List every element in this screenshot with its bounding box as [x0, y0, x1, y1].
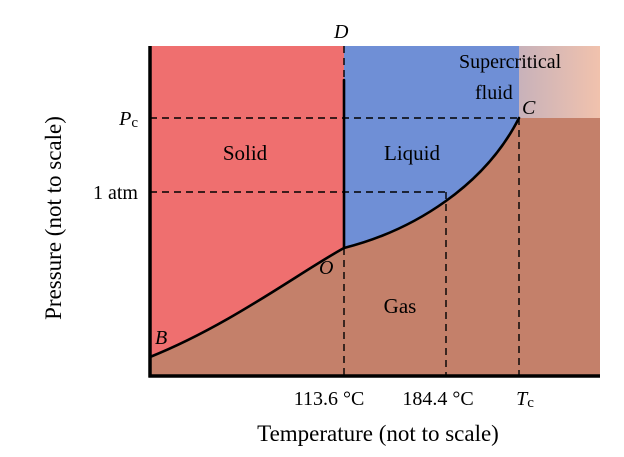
phase-boundaries: [148, 78, 521, 359]
pc-tick-sub: c: [131, 115, 138, 131]
gas-label: Gas: [384, 294, 417, 318]
x-axis-title: Temperature (not to scale): [257, 421, 499, 446]
one-atm-tick-label: 1 atm: [93, 182, 138, 204]
tc-tick-label: Tc: [516, 388, 534, 411]
t2-tick-label: 184.4 °C: [402, 388, 473, 410]
solid-label: Solid: [223, 141, 268, 165]
sublimation-curve: [148, 246, 346, 359]
liquid-region: [344, 46, 519, 248]
axes: [148, 46, 600, 378]
t1-tick-label: 113.6 °C: [294, 388, 365, 410]
point-c-label: C: [522, 97, 536, 119]
vaporization-curve: [342, 116, 521, 250]
point-d-label: D: [333, 21, 349, 43]
reference-lines: [150, 46, 520, 376]
pc-tick-label: Pc: [118, 108, 138, 131]
tc-tick-sub: c: [527, 395, 534, 411]
pc-tick-main: P: [118, 108, 131, 130]
tc-tick-main: T: [516, 388, 529, 410]
supercritical-label-line2: fluid: [475, 82, 513, 104]
liquid-label: Liquid: [384, 141, 440, 165]
supercritical-label-line1: Supercritical: [459, 51, 562, 73]
point-o-label: O: [319, 257, 333, 279]
point-b-label: B: [155, 327, 167, 349]
solid-region: [150, 46, 344, 357]
y-axis-title: Pressure (not to scale): [41, 116, 66, 320]
